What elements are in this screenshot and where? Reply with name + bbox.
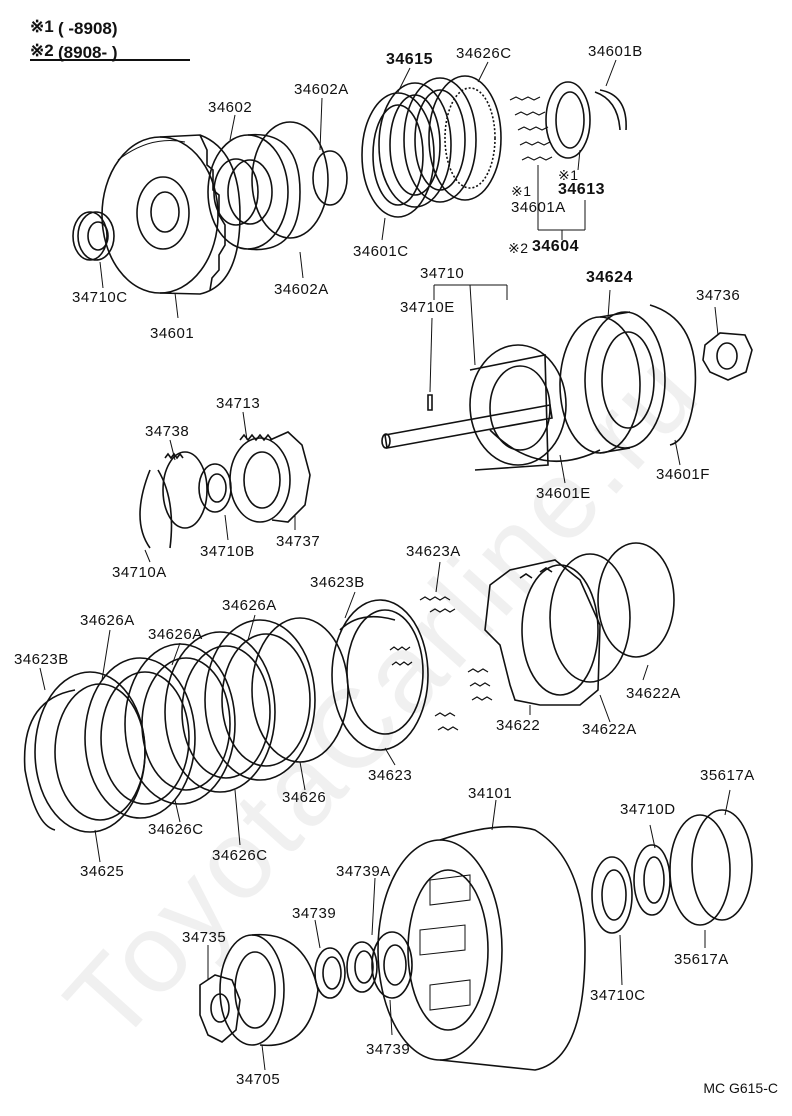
part-label-34710d: 34710D — [620, 801, 676, 818]
part-label-34739a: 34739A — [336, 863, 391, 880]
part-label-34101: 34101 — [468, 785, 513, 802]
cylinder-34622 — [485, 560, 600, 705]
part-label-34602: 34602 — [208, 99, 253, 116]
leader-lines-left-mid — [145, 412, 295, 562]
part-label-34705: 34705 — [236, 1071, 281, 1088]
springs-34604 — [510, 97, 552, 160]
one-way-clutch-34713 — [230, 435, 290, 522]
part-label-34710e: 34710E — [400, 299, 455, 316]
part-label-34710: 34710 — [420, 265, 465, 282]
race-34739 — [315, 948, 345, 998]
part-label-34615: 34615 — [386, 51, 433, 68]
ring-34613-inner — [556, 92, 584, 148]
part-label-34710c-top: 34710C — [72, 289, 128, 306]
part-label-34622: 34622 — [496, 717, 541, 734]
part-label-34604-mark: ※2 — [508, 240, 529, 256]
drum-34601 — [102, 135, 240, 294]
shaft-34710 — [382, 345, 566, 470]
drum-34624 — [560, 312, 665, 453]
part-label-34626a-2: 34626A — [80, 612, 135, 629]
part-label-34737: 34737 — [276, 533, 321, 550]
part-label-34626c-top: 34626C — [456, 45, 512, 62]
part-label-34622a-right: 34622A — [626, 685, 681, 702]
bearing-34739a — [347, 932, 412, 998]
leader-lines-lower-mid — [40, 562, 648, 862]
part-label-34601f: 34601F — [656, 466, 710, 483]
part-label-34736: 34736 — [696, 287, 741, 304]
part-label-34601a: 34601A — [511, 199, 566, 216]
note-2-range: (8908- ) — [58, 43, 118, 62]
o-ring-34602a-inner — [313, 151, 347, 205]
part-label-34613-mark: ※1 — [558, 167, 579, 183]
o-ring-34602a-outer — [252, 122, 328, 238]
snap-ring-34601b — [595, 90, 626, 130]
clutch-plates-34601c — [362, 76, 501, 217]
piston-34602 — [208, 135, 300, 250]
part-label-34739-top: 34739 — [292, 905, 337, 922]
springs-34623a — [390, 597, 492, 730]
part-label-34602a-top: 34602A — [294, 81, 349, 98]
ring-34613 — [546, 82, 590, 158]
part-label-34604: 34604 — [532, 238, 579, 255]
note-1-range: ( -8908) — [58, 19, 118, 38]
part-label-34601b: 34601B — [588, 43, 643, 60]
part-label-34601: 34601 — [150, 325, 195, 342]
washer-34710c-top — [73, 212, 114, 260]
leader-lines-bottom — [208, 790, 730, 1070]
part-label-34738: 34738 — [145, 423, 190, 440]
part-label-34710c-bottom: 34710C — [590, 987, 646, 1004]
bearing-34710d — [634, 845, 670, 915]
hub-34705 — [220, 935, 318, 1046]
o-ring-34622a-outer — [598, 543, 674, 657]
diagram-code: MC G615-C — [703, 1080, 778, 1096]
snap-ring-34710a — [140, 470, 172, 548]
o-ring-34622a-inner — [550, 554, 630, 682]
part-label-34601e: 34601E — [536, 485, 591, 502]
case-34101 — [378, 827, 585, 1070]
part-label-35617a-bottom: 35617A — [674, 951, 729, 968]
part-label-34613: 34613 — [558, 181, 605, 198]
snap-ring-34601f — [650, 305, 695, 445]
part-label-34626a-1: 34626A — [222, 597, 277, 614]
part-label-34735: 34735 — [182, 929, 227, 946]
retainer-34737 — [270, 432, 310, 522]
part-label-35617a-top: 35617A — [700, 767, 755, 784]
snap-ring-34601e — [490, 430, 600, 461]
leader-lines-top — [100, 60, 616, 318]
thrust-washer-34736 — [703, 333, 752, 380]
part-label-34626a-3: 34626A — [148, 626, 203, 643]
part-label-34710b: 34710B — [200, 543, 255, 560]
part-label-34601a-mark: ※1 — [511, 183, 532, 199]
note-2-mark: ※2 — [30, 41, 54, 60]
seal-ring-35617a — [670, 810, 752, 925]
pin-34710e — [428, 395, 432, 410]
part-label-34622a-bottom: 34622A — [582, 721, 637, 738]
note-1-mark: ※1 — [30, 17, 54, 36]
washer-34710c-bot — [592, 857, 632, 933]
part-label-34623b-top: 34623B — [310, 574, 365, 591]
leader-lines-mid — [430, 285, 718, 483]
part-label-34626c-1: 34626C — [148, 821, 204, 838]
part-label-34602a-bottom: 34602A — [274, 281, 329, 298]
piston-34623 — [332, 600, 428, 750]
part-label-34626c-2: 34626C — [212, 847, 268, 864]
washer-34710b — [199, 464, 231, 512]
washer-34735 — [200, 975, 240, 1042]
part-label-34626: 34626 — [282, 789, 327, 806]
part-label-34623: 34623 — [368, 767, 413, 784]
part-label-34739-bottom: 34739 — [366, 1041, 411, 1058]
part-label-34624: 34624 — [586, 269, 633, 286]
part-label-34713: 34713 — [216, 395, 261, 412]
part-label-34623a: 34623A — [406, 543, 461, 560]
race-34738 — [163, 452, 207, 528]
part-label-34601c: 34601C — [353, 243, 409, 260]
part-label-34710a: 34710A — [112, 564, 167, 581]
part-label-34625: 34625 — [80, 863, 125, 880]
snap-ring-34623b-left — [25, 690, 75, 830]
part-label-34623b-left: 34623B — [14, 651, 69, 668]
